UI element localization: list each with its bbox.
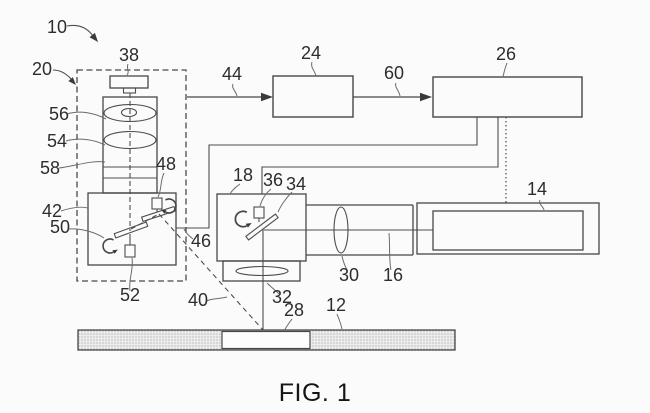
ref-label-20: 20	[32, 59, 52, 79]
leader-24	[311, 61, 317, 77]
upper-lens	[103, 103, 157, 123]
pointer-arrows	[52, 24, 98, 85]
leader-52	[129, 257, 133, 292]
rotation-arrow-50-icon	[102, 238, 119, 255]
leader-30	[341, 255, 348, 271]
ref-label-30: 30	[339, 265, 359, 285]
leader-36	[259, 188, 272, 207]
processing-module-box	[272, 75, 354, 118]
internal-beam-link	[130, 214, 158, 230]
mirror-50-actuator	[124, 244, 136, 258]
leader-58	[58, 161, 106, 169]
leader-38	[126, 63, 129, 76]
scanner-housing-assembly	[87, 192, 177, 266]
ref-label-36: 36	[263, 170, 283, 190]
ref-label-34: 34	[286, 174, 306, 194]
ref-label-38: 38	[119, 45, 139, 65]
mirror-34	[245, 213, 279, 241]
leader-54	[65, 138, 106, 146]
pointer-20-line	[52, 69, 72, 80]
laser-module-enclosure	[76, 69, 187, 282]
process-beam-dashed	[158, 213, 264, 331]
melt-zone	[221, 330, 311, 350]
leader-12	[336, 313, 343, 330]
ref-label-52: 52	[120, 285, 140, 305]
ref-label-40: 40	[188, 290, 208, 310]
leader-48	[157, 172, 165, 198]
ref-label-46: 46	[191, 231, 211, 251]
ref-label-18: 18	[233, 165, 253, 185]
laser-source-box	[109, 75, 149, 89]
ref-label-12: 12	[326, 295, 346, 315]
leader-14	[539, 199, 545, 211]
pointer-10-head-icon	[89, 32, 98, 42]
arrow-44-head-icon	[261, 92, 273, 102]
mirror-48-actuator	[151, 197, 163, 210]
ref-label-10: 10	[47, 17, 67, 37]
objective-lens	[235, 265, 289, 277]
ref-label-58: 58	[40, 158, 60, 178]
signal-arrows	[187, 92, 432, 102]
upper-lens-center	[120, 107, 138, 118]
ref-label-42: 42	[42, 201, 62, 221]
mirror-50	[113, 221, 149, 239]
leader-18	[229, 183, 241, 195]
detector-inner-box	[432, 210, 584, 251]
detection-tube-assembly	[306, 204, 414, 256]
leader-44	[232, 83, 238, 97]
laser-source-connector	[122, 87, 137, 94]
ref-label-16: 16	[383, 265, 403, 285]
leader-16	[388, 232, 392, 271]
ref-label-60: 60	[384, 63, 404, 83]
ref-label-56: 56	[49, 104, 69, 124]
control-line-to-scanner	[176, 117, 478, 229]
lower-lens	[103, 130, 157, 150]
control-line-to-detection-unit	[261, 117, 499, 194]
leader-60	[395, 82, 401, 97]
figure-caption: FIG. 1	[279, 379, 351, 407]
leader-50	[68, 228, 105, 239]
pointer-10-line	[66, 24, 94, 37]
ref-label-28: 28	[284, 300, 304, 320]
detection-unit-box	[216, 193, 307, 262]
leader-40	[205, 296, 228, 302]
ref-label-54: 54	[47, 131, 67, 151]
workpiece-assembly	[77, 329, 456, 351]
control-unit-box	[432, 76, 583, 118]
leader-26	[502, 62, 508, 78]
ref-label-26: 26	[496, 44, 516, 64]
laser-head-assembly	[102, 75, 158, 231]
ref-label-44: 44	[222, 64, 242, 84]
objective-housing	[222, 260, 301, 282]
detector-outer-box	[416, 202, 600, 255]
leader-28	[283, 318, 293, 332]
tube-lens	[333, 206, 349, 254]
detection-unit-assembly	[216, 193, 307, 282]
ref-label-48: 48	[156, 154, 176, 174]
leader-34	[277, 191, 293, 213]
ref-label-24: 24	[301, 43, 321, 63]
reference-labels: 10 20 38 56 54 58 48 42 50 52 40 46 18 3…	[32, 17, 547, 320]
pointer-20-head-icon	[68, 77, 76, 85]
rotation-arrow-34-icon	[234, 210, 253, 229]
control-lines	[176, 117, 507, 229]
leader-56	[66, 111, 107, 120]
leader-32	[266, 282, 280, 295]
actuator-36	[253, 206, 265, 219]
detector-assembly	[416, 202, 600, 255]
ref-label-14: 14	[527, 179, 547, 199]
leader-42	[60, 206, 89, 212]
leader-lines	[58, 61, 545, 332]
ref-label-50: 50	[50, 217, 70, 237]
ref-label-32: 32	[272, 287, 292, 307]
leader-46	[183, 228, 194, 240]
arrow-60-head-icon	[420, 92, 432, 102]
